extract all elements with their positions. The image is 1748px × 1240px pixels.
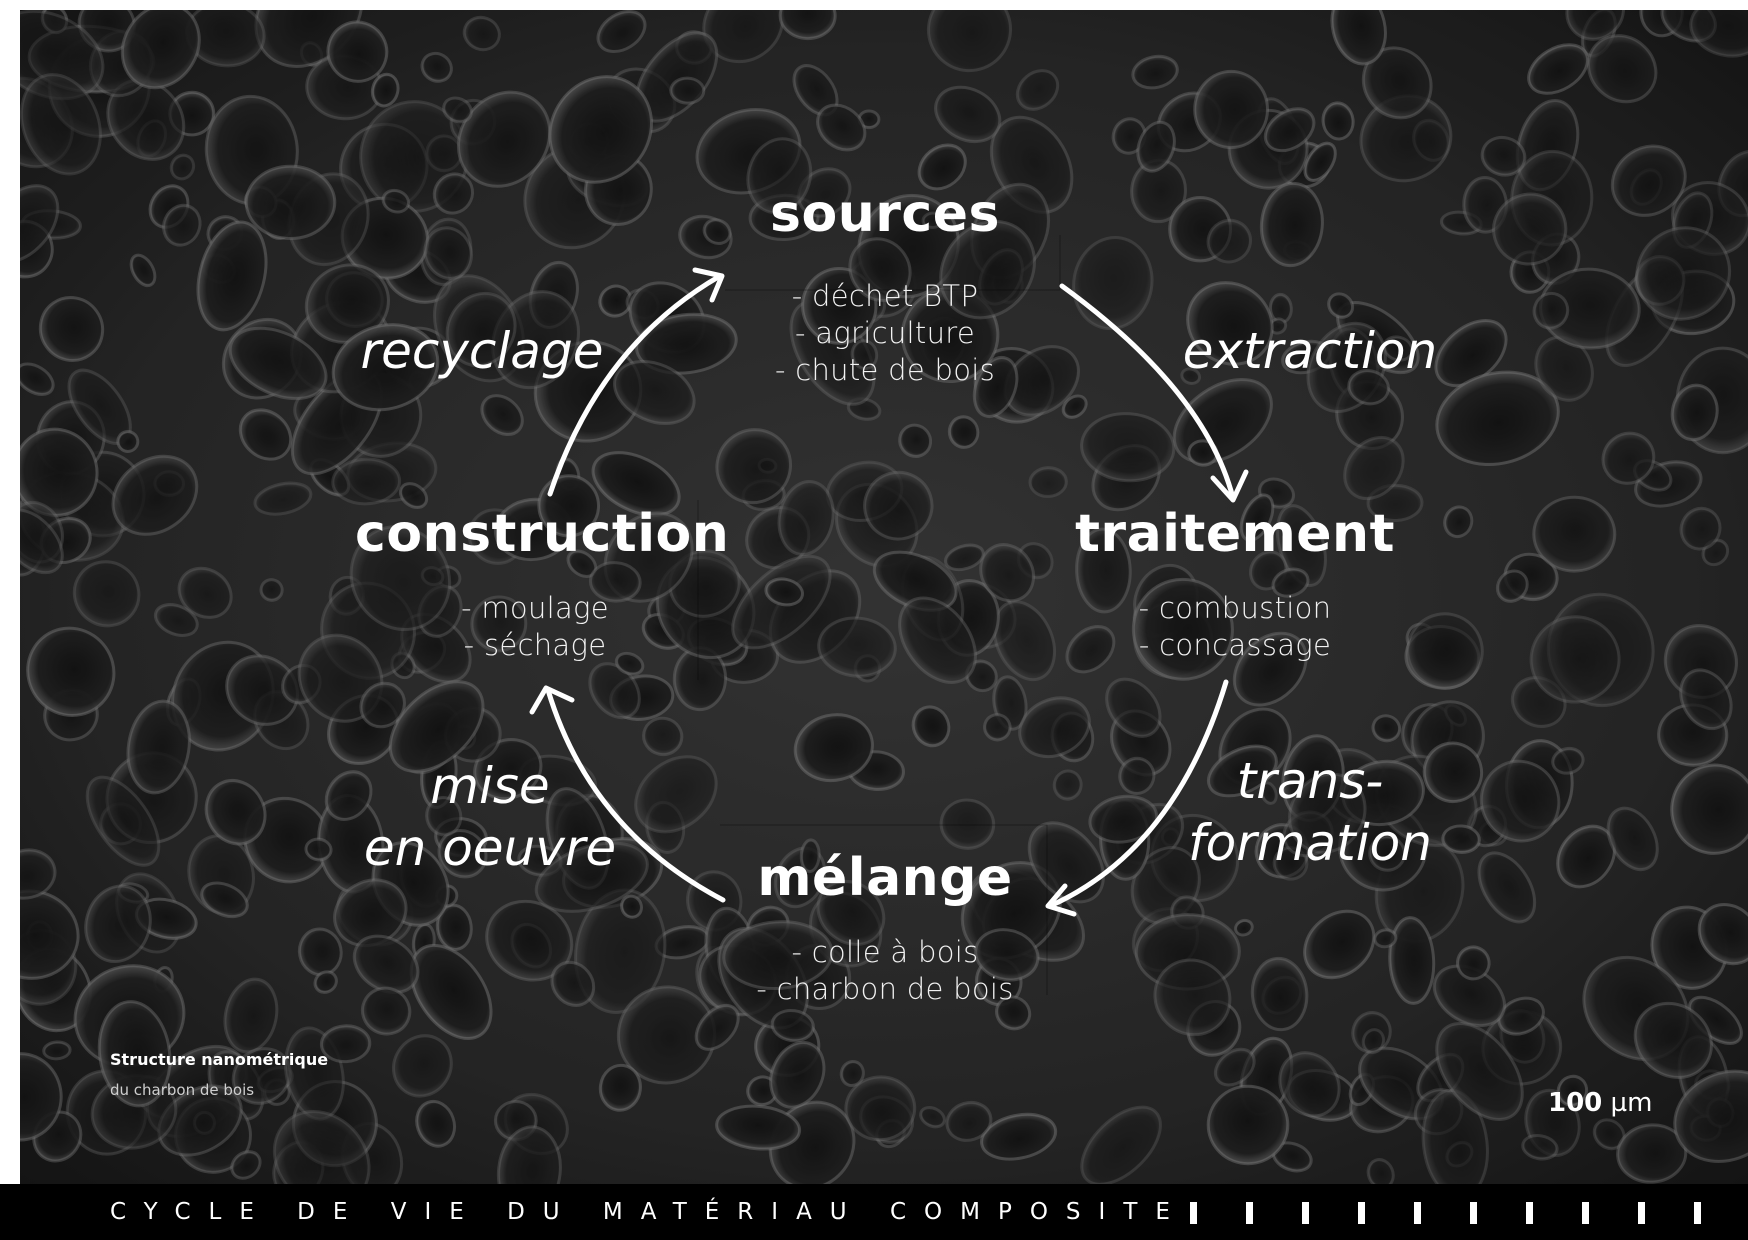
footer-tick [1526, 1202, 1533, 1224]
list-item: - moulage [355, 590, 715, 627]
footer-tick [1246, 1202, 1253, 1224]
edge-label-extraction: extraction [1180, 320, 1440, 382]
footer-title: CYCLE DE VIE DU MATÉRIAU COMPOSITE [110, 1199, 1188, 1225]
node-traitement: traitement - combustion - concassage [1075, 508, 1395, 664]
edge-label-transformation: trans- formation [1180, 750, 1440, 874]
node-melange-items: - colle à bois - charbon de bois [705, 934, 1065, 1008]
footer-tick [1302, 1202, 1309, 1224]
list-item: - agriculture [705, 315, 1065, 352]
node-traitement-title: traitement [1075, 508, 1395, 560]
list-item: - chute de bois [705, 352, 1065, 389]
footer-tick [1694, 1202, 1701, 1224]
list-item: - concassage [1075, 627, 1395, 664]
caption-subtitle: du charbon de bois [110, 1081, 328, 1099]
list-item: - charbon de bois [705, 971, 1065, 1008]
footer-tick [1582, 1202, 1589, 1224]
list-item: - séchage [355, 627, 715, 664]
footer-tick [1358, 1202, 1365, 1224]
edge-label-mise-en-oeuvre: mise en oeuvre [360, 755, 620, 879]
list-item: - combustion [1075, 590, 1395, 627]
arrow-recyclage [550, 276, 720, 494]
footer-bar: CYCLE DE VIE DU MATÉRIAU COMPOSITE [0, 1184, 1748, 1240]
scale-unit: µm [1611, 1088, 1653, 1118]
footer-tick [1190, 1202, 1197, 1224]
footer-tick [1638, 1202, 1645, 1224]
node-construction-title: construction [355, 508, 715, 560]
node-sources-title: sources [705, 188, 1065, 240]
node-construction-items: - moulage - séchage [355, 590, 715, 664]
footer-tick [1414, 1202, 1421, 1224]
list-item: - déchet BTP [705, 278, 1065, 315]
image-caption: Structure nanométrique du charbon de boi… [110, 1050, 328, 1099]
node-sources-items: - déchet BTP - agriculture - chute de bo… [705, 278, 1065, 389]
node-melange-title: mélange [705, 852, 1065, 904]
node-traitement-items: - combustion - concassage [1075, 590, 1395, 664]
node-melange: mélange - colle à bois - charbon de bois [705, 852, 1065, 1008]
edge-label-recyclage: recyclage [352, 320, 612, 382]
node-construction: construction - moulage - séchage [355, 508, 715, 664]
list-item: - colle à bois [705, 934, 1065, 971]
scale-value: 100 [1548, 1088, 1602, 1118]
arrow-extraction [1062, 286, 1233, 498]
scale-bar-label: 100 µm [1548, 1088, 1652, 1118]
node-sources: sources - déchet BTP - agriculture - chu… [705, 188, 1065, 389]
caption-title: Structure nanométrique [110, 1050, 328, 1069]
footer-tick [1470, 1202, 1477, 1224]
